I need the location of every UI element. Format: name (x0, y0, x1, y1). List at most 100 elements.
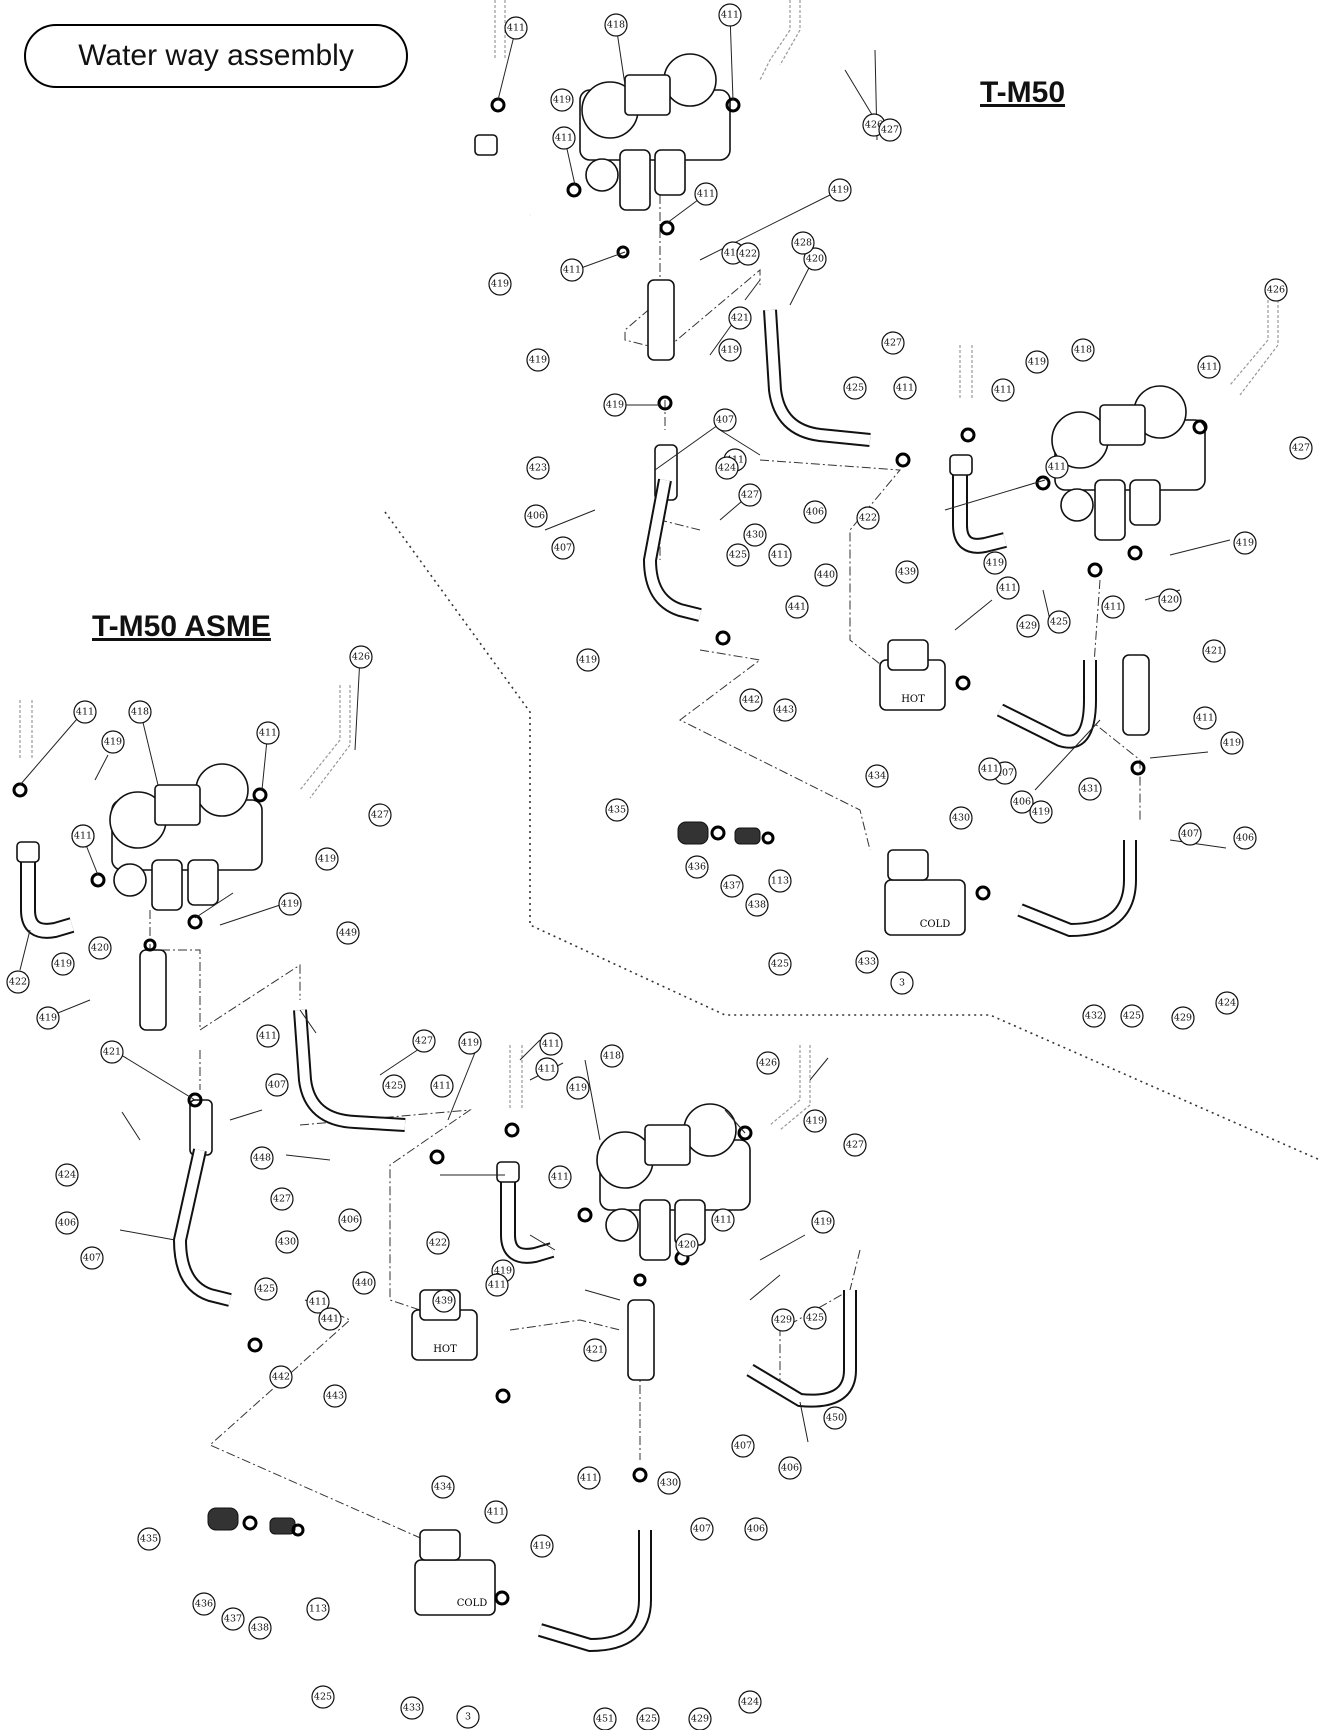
callout-number: 449 (339, 928, 357, 939)
callout-number: 439 (435, 1296, 453, 1307)
callout-number: 430 (660, 1478, 678, 1489)
tm50-callout-419: 419 (1220, 731, 1244, 755)
callout-number: 406 (1013, 797, 1031, 808)
asme-callout-419: 419 (51, 952, 75, 976)
tm50-callout-426: 426 (1264, 278, 1288, 302)
asme-callout-425: 425 (382, 1074, 406, 1098)
cold-label-tm50: COLD (920, 919, 951, 930)
callout-number: 440 (355, 1278, 373, 1289)
callout-number: 407 (83, 1253, 101, 1264)
tm50-callout-419: 419 (828, 178, 852, 202)
callout-circle (688, 1707, 712, 1730)
cold-label-asme: COLD (457, 1598, 488, 1609)
callout-circle (221, 1607, 245, 1631)
tm50-callout-418: 418 (604, 13, 628, 37)
tm50-callout-419: 419 (1029, 800, 1053, 824)
callout-number: 411 (994, 385, 1012, 396)
callout-circle (890, 971, 914, 995)
callout-circle (431, 1475, 455, 1499)
tm50-callout-427: 427 (1289, 436, 1313, 460)
callout-circle (744, 1517, 768, 1541)
callout-circle (711, 1208, 735, 1232)
callout-number: 426 (352, 652, 370, 663)
callout-circle (604, 13, 628, 37)
callout-circle (250, 1146, 274, 1170)
callout-circle (895, 560, 919, 584)
callout-circle (739, 688, 763, 712)
tm50-callout-424: 424 (1215, 991, 1239, 1015)
callout-circle (773, 698, 797, 722)
asme-callout-411: 411 (256, 1024, 280, 1048)
callout-number: 419 (1028, 357, 1046, 368)
asme-callout-411: 411 (484, 1500, 508, 1524)
callout-number: 411 (580, 1473, 598, 1484)
callout-circle (756, 1051, 780, 1075)
tm50-callout-411: 411 (560, 258, 584, 282)
callout-circle (484, 1500, 508, 1524)
callout-number: 419 (1223, 738, 1241, 749)
asme-callout-448: 448 (250, 1146, 274, 1170)
callout-number: 424 (1218, 998, 1236, 1009)
callout-circle (803, 1109, 827, 1133)
asme-callout-407: 407 (80, 1246, 104, 1270)
asme-callout-451: 451 (593, 1707, 617, 1730)
asme-callout-420: 420 (88, 936, 112, 960)
callout-number: 425 (1050, 617, 1068, 628)
callout-circle (248, 1616, 272, 1640)
asme-callout-429: 429 (771, 1308, 795, 1332)
part-number-callouts: 411 418 411 426 419 427 411 411 419 420 419 419 422 4… (6, 3, 1313, 1730)
tm50-callout-421: 421 (728, 306, 752, 330)
callout-number: 435 (140, 1534, 158, 1545)
callout-number: 427 (741, 490, 759, 501)
callout-circle (728, 306, 752, 330)
tm50-callout-419: 419 (550, 88, 574, 112)
callout-circle (1010, 790, 1034, 814)
callout-number: 425 (729, 550, 747, 561)
tm50-callout-411: 411 (1197, 355, 1221, 379)
callout-number: 422 (859, 513, 877, 524)
callout-number: 419 (553, 95, 571, 106)
callout-circle (73, 700, 97, 724)
callout-circle (1264, 278, 1288, 302)
callout-number: 427 (846, 1140, 864, 1151)
callout-circle (694, 182, 718, 206)
tm50-callout-113: 113 (768, 869, 792, 893)
callout-number: 443 (326, 1391, 344, 1402)
callout-circle (1029, 800, 1053, 824)
callout-number: 440 (817, 570, 835, 581)
asme-callout-411: 411 (548, 1165, 572, 1189)
callout-number: 428 (794, 238, 812, 249)
tm50-callout-406: 406 (803, 500, 827, 524)
tm50-callout-431: 431 (1078, 777, 1102, 801)
callout-circle (80, 1246, 104, 1270)
callout-number: 418 (603, 1051, 621, 1062)
tm50-callout-437: 437 (720, 874, 744, 898)
asme-callout-429: 429 (688, 1707, 712, 1730)
callout-number: 436 (688, 862, 706, 873)
callout-number: 424 (718, 463, 736, 474)
callout-number: 113 (771, 876, 789, 887)
callout-circle (265, 1073, 289, 1097)
callout-number: 430 (746, 530, 764, 541)
tm50-callout-411: 411 (1045, 455, 1069, 479)
callout-number: 411 (488, 1280, 506, 1291)
tm50-callout-429: 429 (1171, 1006, 1195, 1030)
asme-callout-422: 422 (426, 1231, 450, 1255)
callout-circle (315, 847, 339, 871)
asme-callout-421: 421 (583, 1338, 607, 1362)
callout-number: 419 (54, 959, 72, 970)
callout-number: 426 (1267, 285, 1285, 296)
asme-callout-411: 411 (306, 1290, 330, 1314)
asme-callout-406: 406 (744, 1517, 768, 1541)
callout-circle (1078, 777, 1102, 801)
callout-number: 419 (529, 355, 547, 366)
callout-number: 427 (273, 1194, 291, 1205)
tm50-callout-406: 406 (1233, 826, 1257, 850)
callout-number: 411 (1200, 362, 1218, 373)
asme-callout-411: 411 (256, 721, 280, 745)
asme-callout-3: 3 (456, 1705, 480, 1729)
callout-number: 411 (721, 10, 739, 21)
callout-number: 419 (806, 1116, 824, 1127)
callout-number: 422 (9, 977, 27, 988)
tm50-callout-3: 3 (890, 971, 914, 995)
